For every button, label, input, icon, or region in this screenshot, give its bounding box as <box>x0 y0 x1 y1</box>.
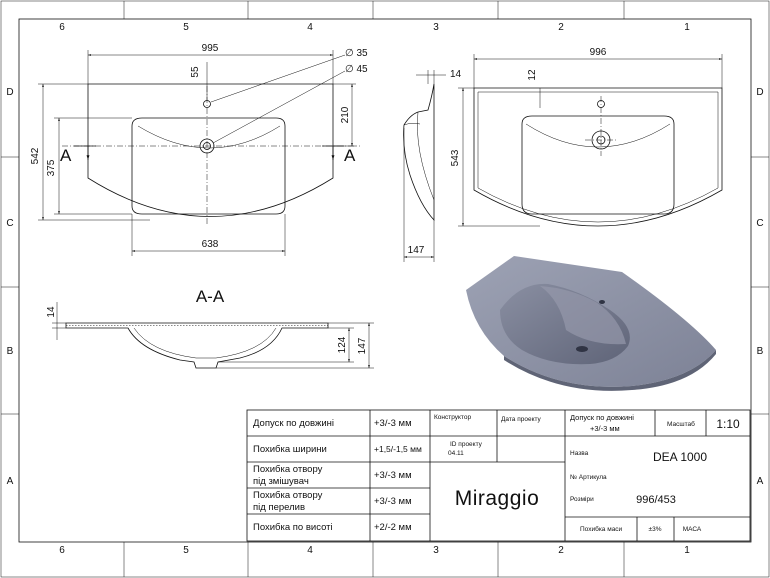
dim-section-147: 147 <box>357 337 368 354</box>
bowl-outline <box>131 117 286 215</box>
dim-diameter-35: ∅ 35 <box>345 48 368 59</box>
zone-col-top: 6 <box>59 22 65 33</box>
mass-tol-value: ±3% <box>649 526 662 533</box>
tolerance-label: під перелив <box>253 502 305 513</box>
project-date-label: Дата проекту <box>501 416 542 423</box>
tolerance-label: Похибка отвору <box>253 464 323 475</box>
scale-value: 1:10 <box>716 417 740 431</box>
top-view-right: 996 12 543 <box>450 47 723 227</box>
tolerance-value: +3/-3 мм <box>374 496 412 507</box>
name-label: Назва <box>570 450 589 457</box>
tolerance-value: +3/-3 мм <box>374 418 412 429</box>
project-id-label: ID проекту <box>450 441 483 448</box>
section-profile <box>65 322 329 369</box>
basin-outline <box>87 83 334 217</box>
dim-side-bottom: 147 <box>408 245 425 256</box>
dim-right-width: 996 <box>590 47 607 58</box>
dim-right-hole: 12 <box>527 69 538 81</box>
scale-label: Масштаб <box>667 420 695 428</box>
constructor-label: Конструктор <box>434 414 471 421</box>
zone-col-top: 3 <box>433 22 439 33</box>
dim-total-depth: 542 <box>30 147 41 164</box>
article-label: № Артикула <box>570 474 607 481</box>
tolerance-label: Похибка по висоті <box>253 522 333 533</box>
zone-row-left: A <box>7 476 14 487</box>
mass-tol-label: Похибка маси <box>580 525 623 533</box>
tolerance-label: Похибка ширини <box>253 444 327 455</box>
tolerance-label: Похибка отвору <box>253 490 323 501</box>
section-marker-right: A <box>344 146 356 165</box>
section-title: A-A <box>196 287 225 306</box>
bowl-outline-right <box>521 115 675 215</box>
dim-depth-to-hole: 210 <box>340 106 351 123</box>
dim-diameter-45: ∅ 45 <box>345 64 368 75</box>
dim-bowl-depth: 375 <box>46 159 57 176</box>
zone-col-bottom: 4 <box>307 545 313 556</box>
zone-col-top: 5 <box>183 22 189 33</box>
section-marker-left: A <box>60 146 72 165</box>
zone-col-bottom: 1 <box>684 545 690 556</box>
zone-col-bottom: 6 <box>59 545 65 556</box>
side-profile-outline <box>403 83 435 222</box>
dim-top-width: 995 <box>202 43 219 54</box>
name-value: DEA 1000 <box>653 450 707 464</box>
dim-hole-offset: 55 <box>190 66 201 78</box>
dim-right-depth: 543 <box>450 149 461 166</box>
title-block: Допуск по довжині +3/-3 мм Похибка ширин… <box>246 409 751 542</box>
zone-col-bottom: 2 <box>558 545 564 556</box>
zone-row-right: B <box>757 346 764 357</box>
dim-section-124: 124 <box>337 336 348 353</box>
tolerance-value: +3/-3 мм <box>374 470 412 481</box>
dim-section-thickness: 14 <box>46 306 57 318</box>
zone-col-top: 4 <box>307 22 313 33</box>
tolerance-value: +2/-2 мм <box>374 522 412 533</box>
tolerance-label: під змішувач <box>253 476 309 487</box>
zone-labels: 6 5 4 3 2 1 6 5 4 3 2 1 D C B A D C B A <box>6 22 763 556</box>
tolerance-value: +1,5/-1,5 мм <box>374 444 422 454</box>
top-view-left: 995 55 ∅ 35 ∅ 45 210 542 375 638 A <box>30 43 368 256</box>
tolerance-label: Допуск по довжині <box>253 418 334 429</box>
zone-row-right: A <box>757 476 764 487</box>
length-tol-value: +3/-3 мм <box>590 424 620 433</box>
zone-row-left: B <box>7 346 14 357</box>
brand-name: Miraggio <box>455 487 540 510</box>
side-profile-view: 14 147 <box>403 69 462 262</box>
mass-label: МАСА <box>683 526 702 533</box>
zone-col-top: 1 <box>684 22 690 33</box>
bowl-inner-rim <box>137 125 281 149</box>
zone-col-bottom: 5 <box>183 545 189 556</box>
zone-col-bottom: 3 <box>433 545 439 556</box>
zone-col-top: 2 <box>558 22 564 33</box>
dim-side-top: 14 <box>450 69 462 80</box>
dim-bowl-width: 638 <box>202 239 219 250</box>
zone-row-right: D <box>756 87 763 98</box>
zone-row-left: D <box>6 87 13 98</box>
size-label: Розміри <box>570 495 594 503</box>
basin-outline-right <box>473 87 723 227</box>
size-value: 996/453 <box>636 494 676 506</box>
length-tol-label: Допуск по довжині <box>570 413 634 422</box>
zone-row-left: C <box>6 218 13 229</box>
zone-row-right: C <box>756 218 763 229</box>
basin-3d-render <box>466 256 716 391</box>
project-id-value: 04.11 <box>448 450 464 457</box>
section-view: A-A 14 124 147 <box>46 287 374 369</box>
